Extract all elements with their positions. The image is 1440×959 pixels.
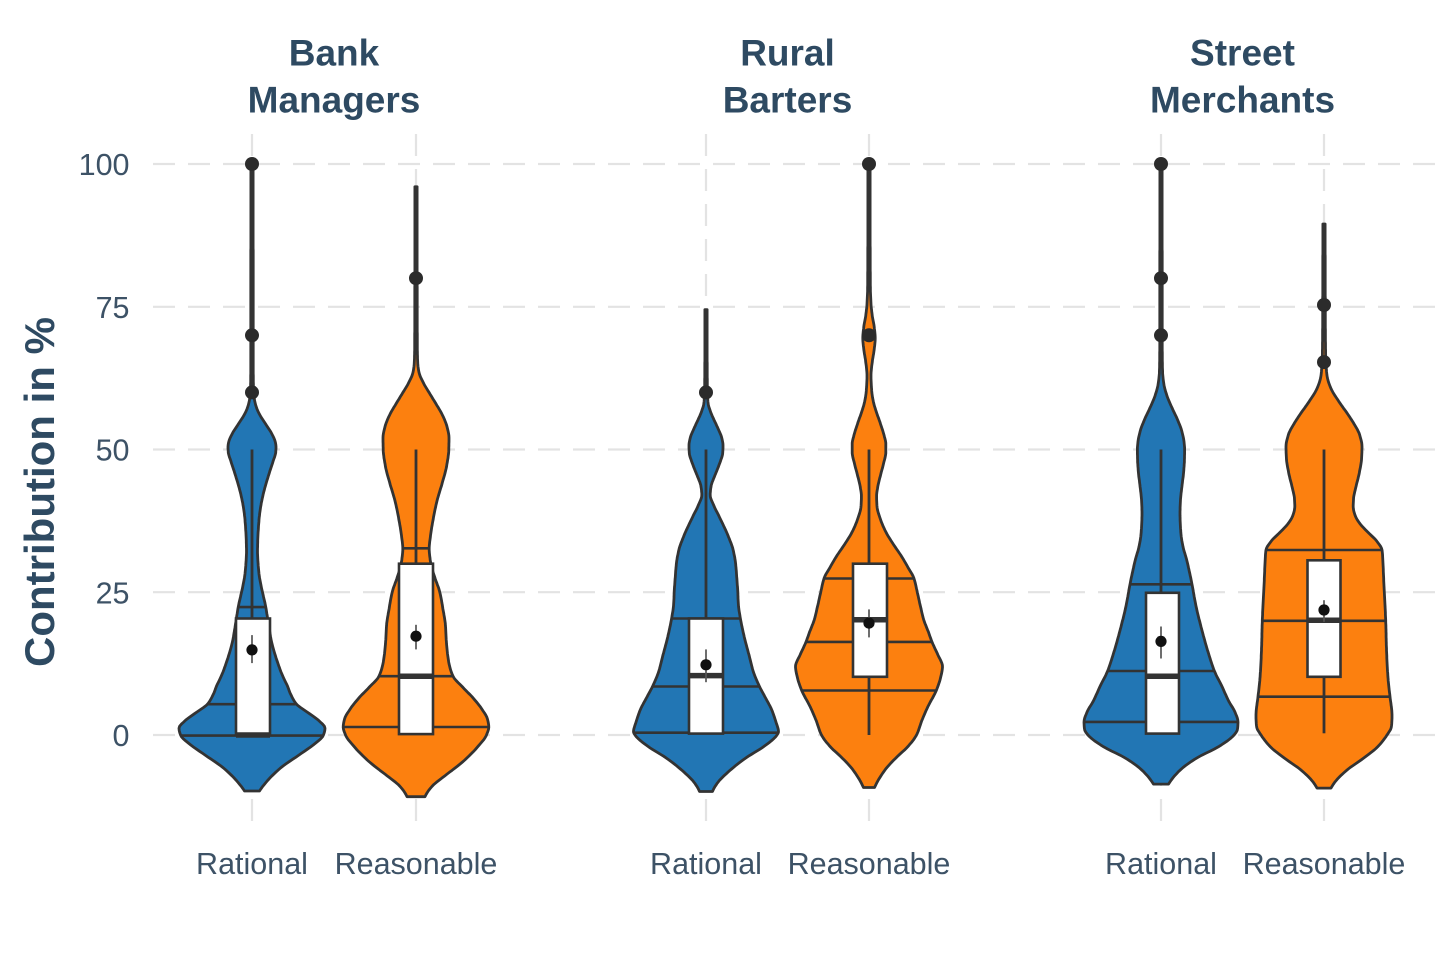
svg-text:Reasonable: Reasonable xyxy=(1243,847,1406,881)
svg-text:Street: Street xyxy=(1190,33,1295,74)
svg-text:Rational: Rational xyxy=(650,847,762,881)
svg-text:50: 50 xyxy=(96,434,130,468)
svg-text:Reasonable: Reasonable xyxy=(788,847,951,881)
svg-text:Contribution in %: Contribution in % xyxy=(16,317,63,667)
svg-text:75: 75 xyxy=(96,291,130,325)
svg-text:Rational: Rational xyxy=(196,847,308,881)
svg-text:Rural: Rural xyxy=(740,33,835,74)
svg-text:25: 25 xyxy=(96,577,130,611)
svg-text:Managers: Managers xyxy=(248,80,421,121)
svg-text:Barters: Barters xyxy=(723,80,853,121)
svg-text:100: 100 xyxy=(79,148,130,182)
svg-text:Merchants: Merchants xyxy=(1150,80,1335,121)
svg-text:Bank: Bank xyxy=(289,33,380,74)
svg-text:Rational: Rational xyxy=(1105,847,1217,881)
svg-text:Reasonable: Reasonable xyxy=(335,847,498,881)
svg-text:0: 0 xyxy=(113,719,130,753)
